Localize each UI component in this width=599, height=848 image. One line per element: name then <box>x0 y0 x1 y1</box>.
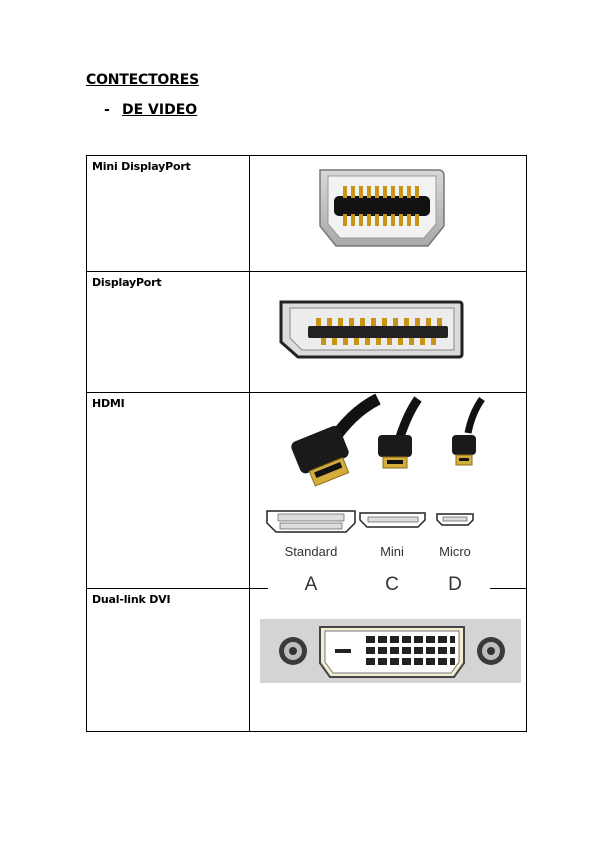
connector-image-cell: Standard Mini Micro A C D <box>249 392 527 595</box>
table-row: Dual-link DVI <box>86 588 527 732</box>
list-dash: - <box>104 102 110 118</box>
connector-image-cell <box>249 155 527 272</box>
connector-image-cell <box>249 588 527 732</box>
section-heading: -DE VIDEO <box>104 102 197 118</box>
dvi-port-icon <box>260 619 521 683</box>
connectors-table: Mini DisplayPort <box>86 155 527 732</box>
connector-image-cell <box>249 271 527 393</box>
table-row: Mini DisplayPort <box>86 155 527 272</box>
connector-name: DisplayPort <box>86 271 250 393</box>
hdmi-connectors-icon: Standard Mini Micro A C D <box>266 393 490 595</box>
hdmi-variant-label: Mini <box>380 544 404 559</box>
hdmi-variant-label: Standard <box>285 544 338 559</box>
section-title: DE VIDEO <box>122 102 198 118</box>
mini-displayport-port-icon <box>319 169 445 247</box>
hdmi-variant-label: Micro <box>439 544 471 559</box>
connector-name: Mini DisplayPort <box>86 155 250 272</box>
page-title: CONTECTORES <box>86 72 199 88</box>
table-row: HDMI <box>86 392 527 595</box>
table-row: DisplayPort <box>86 271 527 393</box>
displayport-port-icon <box>279 300 464 359</box>
connector-name: Dual-link DVI <box>86 588 250 732</box>
connector-name: HDMI <box>86 392 250 589</box>
